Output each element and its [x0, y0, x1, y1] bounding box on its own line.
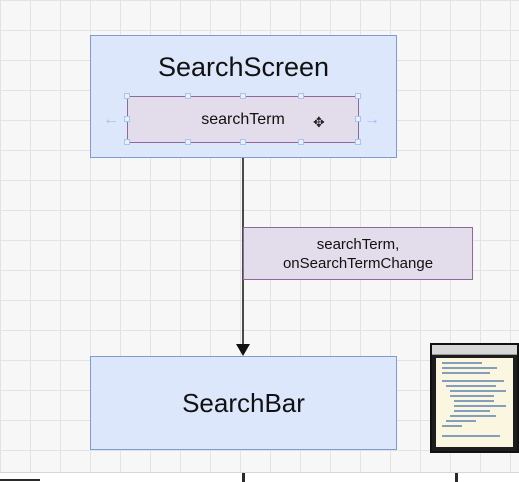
bottom-divider: [0, 479, 40, 481]
search-bar-title: SearchBar: [182, 387, 305, 418]
bottom-divider: [242, 473, 245, 482]
selection-handle-icon[interactable]: [185, 93, 191, 99]
connector-arrowhead-icon: [236, 344, 250, 356]
search-term-label: searchTerm: [201, 110, 285, 128]
code-editor-thumbnail[interactable]: [430, 343, 519, 453]
connection-arrow-right-icon[interactable]: →: [364, 111, 380, 128]
selection-handle-icon[interactable]: [124, 139, 130, 145]
selection-handle-icon[interactable]: [298, 93, 304, 99]
props-label-line-1: searchTerm,: [316, 235, 400, 253]
thumbnail-code-area: [436, 358, 513, 447]
selection-handle-icon[interactable]: [240, 139, 246, 145]
selection-handle-icon[interactable]: [355, 116, 361, 122]
selection-handle-icon[interactable]: [124, 93, 130, 99]
selection-handle-icon[interactable]: [355, 139, 361, 145]
props-label-node[interactable]: searchTerm, onSearchTermChange: [243, 227, 473, 280]
thumbnail-tab-bar: [432, 345, 517, 355]
search-bar-node[interactable]: SearchBar: [90, 356, 397, 450]
move-cursor-icon: ✥: [313, 114, 325, 130]
selection-handle-icon[interactable]: [124, 116, 130, 122]
selection-handle-icon[interactable]: [298, 139, 304, 145]
props-label-line-2: onSearchTermChange: [282, 254, 434, 272]
selection-handle-icon[interactable]: [240, 93, 246, 99]
bottom-divider: [455, 473, 458, 482]
bottom-strip: [0, 472, 519, 482]
connection-arrow-left-icon[interactable]: ←: [103, 111, 119, 128]
search-screen-title: SearchScreen: [157, 52, 330, 82]
selection-handle-icon[interactable]: [355, 93, 361, 99]
selection-handle-icon[interactable]: [185, 139, 191, 145]
